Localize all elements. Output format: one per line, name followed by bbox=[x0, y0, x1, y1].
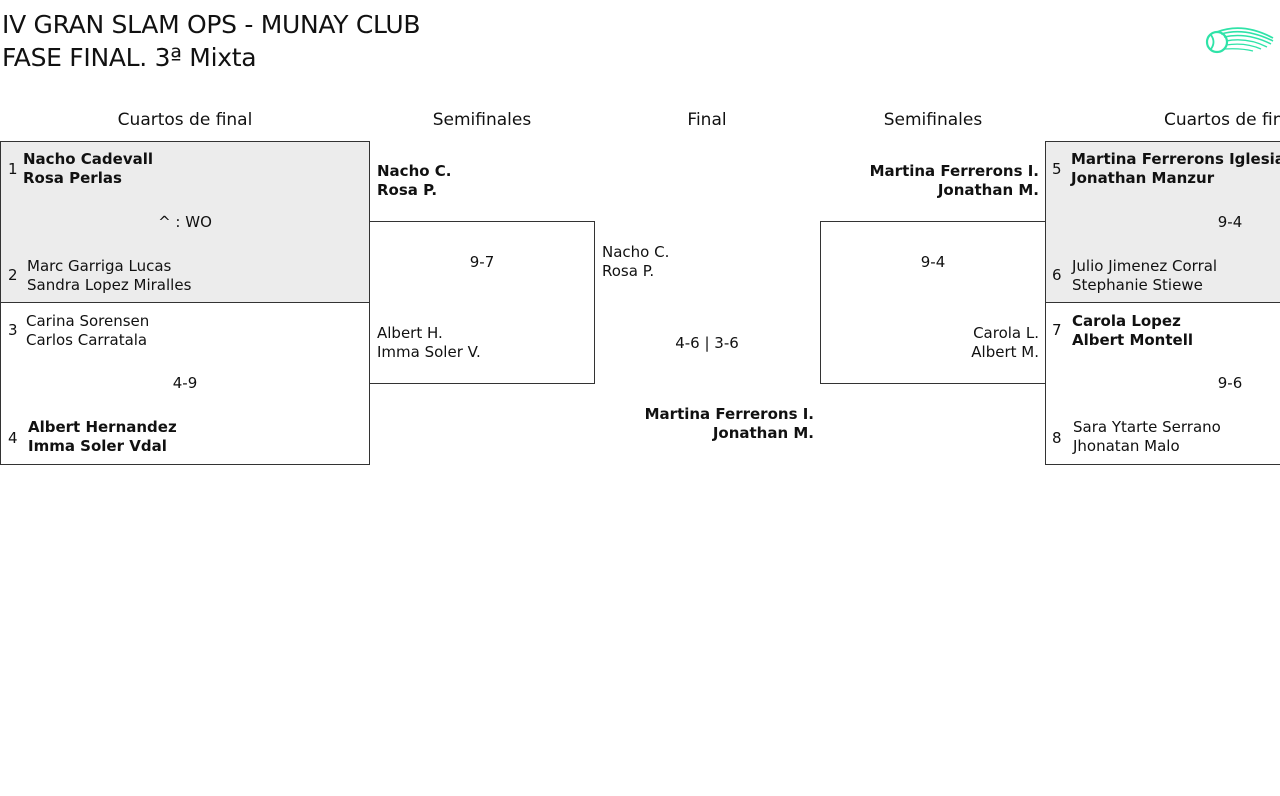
match-score: ^ : WO bbox=[158, 213, 212, 231]
tournament-subtitle: FASE FINAL. 3ª Mixta bbox=[2, 43, 257, 72]
seed-number: 2 bbox=[8, 266, 18, 284]
player-name: Nacho C. bbox=[602, 243, 670, 261]
column-heading-final: Final bbox=[687, 110, 727, 130]
semifinal-match-left: 9-7 Albert H. Imma Soler V. bbox=[369, 221, 595, 384]
quarterfinal-match-1: 1 Nacho Cadevall Rosa Perlas ^ : WO 2 Ma… bbox=[0, 141, 370, 303]
match-score: 4-9 bbox=[172, 374, 198, 392]
team: Carina Sorensen Carlos Carratala bbox=[26, 312, 149, 350]
player-name: Marc Garriga Lucas bbox=[27, 257, 172, 275]
team: Sara Ytarte Serrano Jhonatan Malo bbox=[1073, 418, 1221, 456]
semifinal-right-team-winner: Martina Ferrerons I. Jonathan M. bbox=[839, 162, 1039, 200]
player-name: Albert M. bbox=[971, 343, 1039, 361]
seed-number: 5 bbox=[1052, 160, 1062, 178]
seed-number: 8 bbox=[1052, 429, 1062, 447]
player-name: Julio Jimenez Corral bbox=[1072, 257, 1218, 275]
seed-number: 6 bbox=[1052, 266, 1062, 284]
seed-number: 7 bbox=[1052, 321, 1062, 339]
seed-number: 3 bbox=[8, 321, 18, 339]
player-name: Jonathan M. bbox=[937, 181, 1039, 199]
match-score: 9-7 bbox=[469, 253, 495, 271]
team-winner: Carola Lopez Albert Montell bbox=[1072, 312, 1193, 350]
column-heading-semifinals-left: Semifinales bbox=[432, 110, 532, 130]
player-name: Carlos Carratala bbox=[26, 331, 148, 349]
team: Albert H. Imma Soler V. bbox=[377, 324, 481, 362]
player-name: Nacho Cadevall bbox=[23, 150, 153, 168]
player-name: Carola Lopez bbox=[1072, 312, 1181, 330]
team-winner: Albert Hernandez Imma Soler Vdal bbox=[28, 418, 177, 456]
player-name: Albert Hernandez bbox=[28, 418, 177, 436]
player-name: Rosa P. bbox=[377, 181, 438, 199]
player-name: Carola L. bbox=[973, 324, 1039, 342]
quarterfinal-match-2: 3 Carina Sorensen Carlos Carratala 4-9 4… bbox=[0, 302, 370, 465]
player-name: Imma Soler V. bbox=[377, 343, 481, 361]
player-name: Martina Ferrerons I. bbox=[869, 162, 1039, 180]
column-heading-quarterfinals-left: Cuartos de final bbox=[117, 110, 253, 130]
player-name: Rosa Perlas bbox=[23, 169, 122, 187]
player-name: Martina Ferrerons I. bbox=[644, 405, 814, 423]
match-score: 9-4 bbox=[1217, 213, 1243, 231]
final-team-winner: Martina Ferrerons I. Jonathan M. bbox=[614, 405, 814, 443]
match-score: 9-4 bbox=[920, 253, 946, 271]
team: Julio Jimenez Corral Stephanie Stiewe bbox=[1072, 257, 1217, 295]
player-name: Jhonatan Malo bbox=[1073, 437, 1180, 455]
semifinal-match-right: 9-4 Carola L. Albert M. bbox=[820, 221, 1046, 384]
team-winner: Nacho Cadevall Rosa Perlas bbox=[23, 150, 153, 188]
seed-number: 4 bbox=[8, 429, 18, 447]
column-heading-semifinals-right: Semifinales bbox=[883, 110, 983, 130]
match-score: 9-6 bbox=[1217, 374, 1243, 392]
team: Marc Garriga Lucas Sandra Lopez Miralles bbox=[27, 257, 191, 295]
player-name: Albert H. bbox=[377, 324, 443, 342]
final-score: 4-6 | 3-6 bbox=[675, 334, 739, 352]
player-name: Albert Montell bbox=[1072, 331, 1193, 349]
player-name: Stephanie Stiewe bbox=[1072, 276, 1203, 294]
tennis-ball-logo-icon bbox=[1205, 27, 1274, 54]
player-name: Imma Soler Vdal bbox=[28, 437, 167, 455]
player-name: Sara Ytarte Serrano bbox=[1073, 418, 1221, 436]
player-name: Martina Ferrerons Iglesias bbox=[1071, 150, 1280, 168]
column-heading-quarterfinals-right: Cuartos de final bbox=[1164, 110, 1280, 130]
player-name: Nacho C. bbox=[377, 162, 452, 180]
player-name: Carina Sorensen bbox=[26, 312, 150, 330]
player-name: Sandra Lopez Miralles bbox=[27, 276, 192, 294]
player-name: Rosa P. bbox=[602, 262, 655, 280]
semifinal-left-team-winner: Nacho C. Rosa P. bbox=[377, 162, 451, 200]
player-name: Jonathan M. bbox=[712, 424, 814, 442]
team: Carola L. Albert M. bbox=[839, 324, 1039, 362]
seed-number: 1 bbox=[8, 160, 18, 178]
player-name: Jonathan Manzur bbox=[1071, 169, 1215, 187]
team-winner: Martina Ferrerons Iglesias Jonathan Manz… bbox=[1071, 150, 1280, 188]
tournament-title: IV GRAN SLAM OPS - MUNAY CLUB bbox=[2, 10, 421, 39]
quarterfinal-match-3: 5 Martina Ferrerons Iglesias Jonathan Ma… bbox=[1045, 141, 1280, 303]
quarterfinal-match-4: 7 Carola Lopez Albert Montell 9-6 8 Sara… bbox=[1045, 302, 1280, 465]
final-team: Nacho C. Rosa P. bbox=[602, 243, 669, 281]
